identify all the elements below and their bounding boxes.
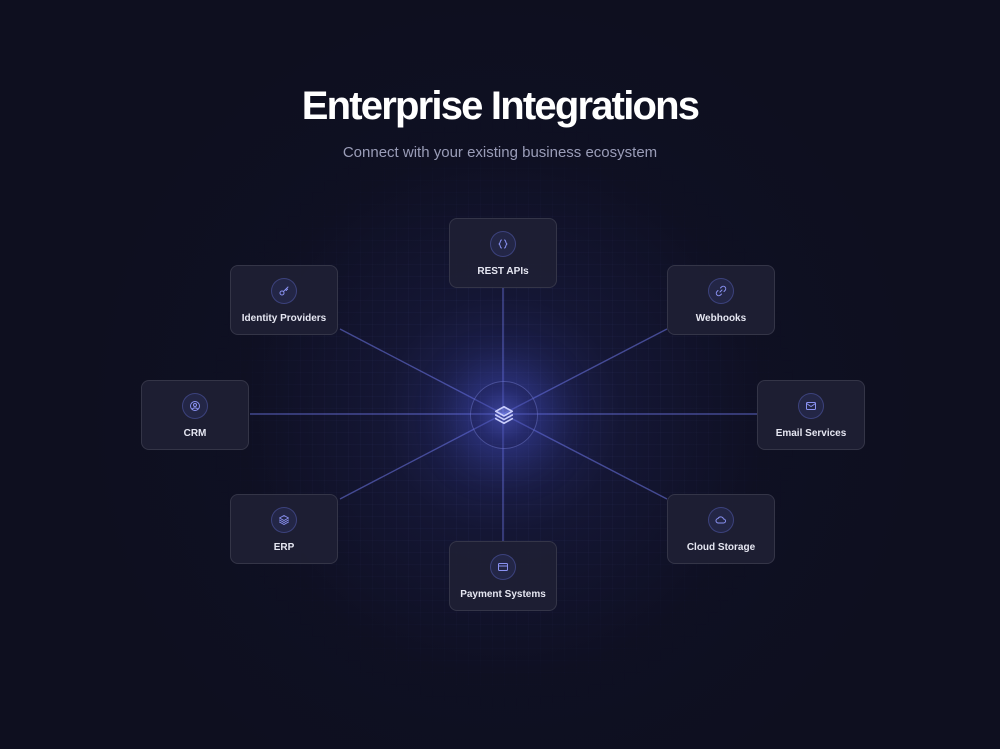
integration-label: ERP — [273, 542, 295, 553]
integration-card-cloud-storage[interactable]: Cloud Storage — [667, 494, 775, 564]
integration-label: REST APIs — [477, 266, 529, 277]
layers-icon — [494, 405, 514, 425]
integration-card-erp[interactable]: ERP — [230, 494, 338, 564]
layers-icon — [279, 515, 289, 525]
node-icon-wrapper — [490, 231, 516, 257]
integration-hub — [470, 381, 538, 449]
integration-label: Cloud Storage — [686, 542, 756, 553]
integration-card-email-services[interactable]: Email Services — [757, 380, 865, 450]
page-title: Enterprise Integrations — [301, 84, 700, 128]
node-icon-wrapper — [708, 278, 734, 304]
node-icon-wrapper — [708, 507, 734, 533]
node-icon-wrapper — [271, 278, 297, 304]
integration-label: CRM — [183, 428, 207, 439]
node-icon-wrapper — [490, 554, 516, 580]
code-braces-icon — [498, 239, 508, 249]
integration-label: Webhooks — [695, 313, 747, 324]
node-icon-wrapper — [798, 393, 824, 419]
key-icon — [279, 286, 289, 296]
integration-card-payment-systems[interactable]: Payment Systems — [449, 541, 557, 611]
node-icon-wrapper — [271, 507, 297, 533]
integration-card-identity-providers[interactable]: Identity Providers — [230, 265, 338, 335]
link-icon — [715, 285, 727, 297]
cloud-icon — [715, 516, 726, 524]
integration-label: Identity Providers — [241, 313, 327, 324]
integration-card-crm[interactable]: CRM — [141, 380, 249, 450]
integration-label: Payment Systems — [460, 589, 546, 600]
credit-card-icon — [498, 563, 508, 571]
node-icon-wrapper — [182, 393, 208, 419]
integration-label: Email Services — [775, 428, 847, 439]
user-circle-icon — [190, 401, 200, 411]
page-subtitle: Connect with your existing business ecos… — [342, 144, 658, 161]
integration-card-webhooks[interactable]: Webhooks — [667, 265, 775, 335]
mail-icon — [806, 402, 816, 410]
integration-card-rest-apis[interactable]: REST APIs — [449, 218, 557, 288]
